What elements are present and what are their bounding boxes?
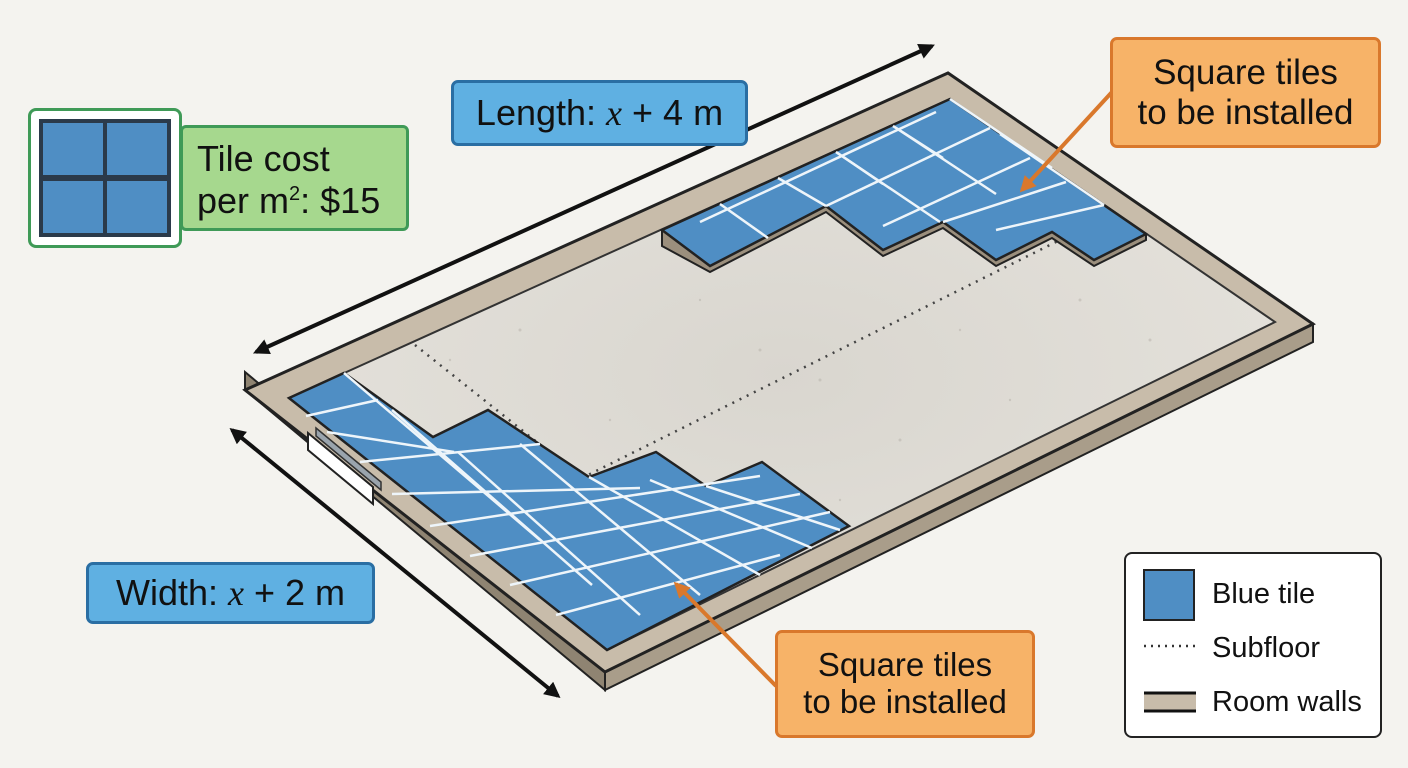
tile-cost-line1: Tile cost — [197, 138, 330, 179]
legend-item-subfloor: Subfloor — [1126, 630, 1380, 680]
tile-cost-swatch — [28, 108, 182, 248]
length-arrow — [253, 43, 935, 355]
callout-bottom: Square tiles to be installed — [775, 630, 1035, 738]
legend-item-room-walls: Room walls — [1126, 684, 1380, 734]
legend-item-blue-tile: Blue tile — [1126, 568, 1380, 621]
tile-grid-icon — [39, 119, 171, 237]
blue-tile-swatch-icon — [1143, 569, 1195, 621]
tile-cost-label: Tile cost per m2: $15 — [180, 125, 409, 231]
width-arrow — [229, 427, 561, 699]
callout-bottom-arrow — [673, 581, 778, 688]
wall-segment-icon — [1144, 691, 1196, 713]
length-label: Length: x + 4 m — [451, 80, 748, 146]
callout-top: Square tiles to be installed — [1110, 37, 1381, 148]
dotted-line-icon — [1144, 644, 1196, 648]
width-label: Width: x + 2 m — [86, 562, 375, 624]
tile-cost-line2: per m2: $15 — [197, 180, 381, 222]
callout-top-arrow — [1019, 90, 1114, 193]
legend: Blue tile Subfloor Room walls — [1124, 552, 1382, 738]
